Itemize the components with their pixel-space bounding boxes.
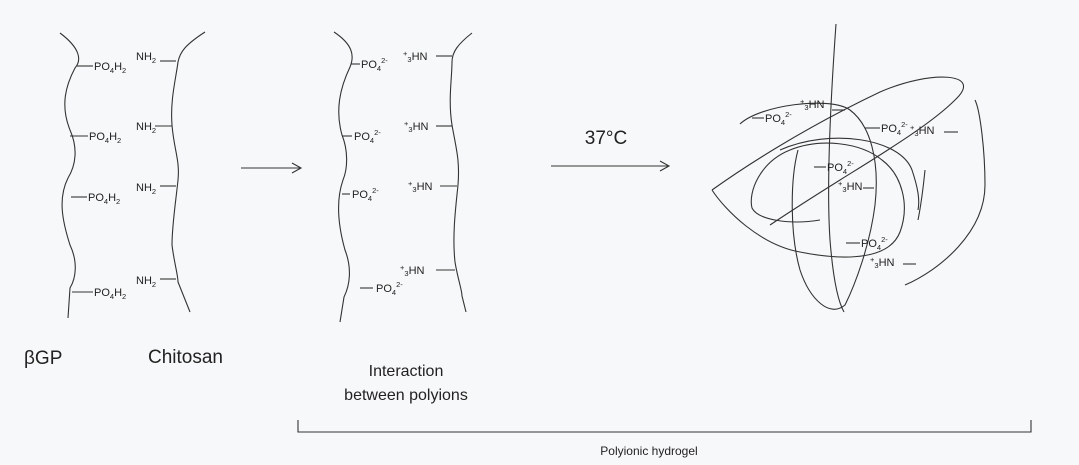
- phosphate-anion-label: PO42-: [354, 128, 381, 145]
- phosphate-label: PO4H2: [89, 131, 121, 145]
- hydrogel-network: PO42- +3HN PO42- +3HN PO42- +3HN PO42- +…: [711, 23, 986, 313]
- phosphate-label: PO4H2: [88, 192, 120, 206]
- phosphate-label: PO4H2: [94, 61, 126, 75]
- amine-label: NH2: [136, 51, 156, 65]
- phosphate-anion-label: PO42-: [376, 280, 403, 297]
- phosphate-anion-label: PO42-: [361, 56, 388, 73]
- chitosan-label: Chitosan: [148, 347, 223, 368]
- network-strand-5: [779, 137, 920, 211]
- ammonium-cation-label: +3HN: [838, 179, 863, 194]
- ammonium-cation-label: +3HN: [403, 49, 428, 64]
- phosphate-label: PO4H2: [94, 287, 126, 301]
- bgp-label: βGP: [24, 348, 62, 369]
- phosphate-anion-label: PO42-: [861, 235, 888, 252]
- network-strand-2: [711, 76, 964, 226]
- arrow-1: [241, 162, 303, 174]
- network-strand-4: [739, 102, 877, 310]
- network-strand-6: [917, 169, 926, 221]
- phosphate-anion-label: PO42-: [352, 186, 379, 203]
- amine-label: NH2: [136, 121, 156, 135]
- stage1-bonds: [70, 60, 176, 293]
- stage2-chains: PO42- PO42- PO42- PO42- +3HN +3HN +3HN +…: [333, 31, 473, 323]
- anion-chain: [333, 31, 353, 323]
- phosphate-anion-label: PO42-: [881, 120, 908, 137]
- chitosan-chain: [171, 31, 206, 313]
- phosphate-anion-label: PO42-: [765, 110, 792, 127]
- network-strand-7: [904, 99, 986, 286]
- network-bonds: [752, 109, 958, 265]
- hydrogel-bracket: [297, 420, 1032, 433]
- ammonium-cation-label: +3HN: [800, 97, 825, 112]
- ammonium-cation-label: +3HN: [408, 179, 433, 194]
- caption-line-1: Interaction: [369, 363, 444, 380]
- caption-line-2: between polyions: [344, 387, 468, 404]
- temperature-label: 37°C: [585, 128, 627, 149]
- arrow-2: [551, 160, 671, 172]
- stage1-chains: PO4H2 PO4H2 PO4H2 PO4H2 NH2 NH2 NH2 NH2: [59, 31, 206, 319]
- cation-chain: [449, 32, 473, 313]
- amine-label: NH2: [136, 275, 156, 289]
- stage2-bonds: [342, 55, 457, 289]
- amine-label: NH2: [136, 182, 156, 196]
- ammonium-cation-label: +3HN: [910, 123, 935, 138]
- bracket-label: Polyionic hydrogel: [600, 444, 697, 458]
- ammonium-cation-label: +3HN: [870, 255, 895, 270]
- phosphate-anion-label: PO42-: [827, 159, 854, 176]
- network-strand-1: [828, 23, 845, 313]
- ammonium-cation-label: +3HN: [404, 119, 429, 134]
- ammonium-cation-label: +3HN: [400, 263, 425, 278]
- bgp-chain: [59, 32, 80, 319]
- network-strand-3: [711, 142, 905, 258]
